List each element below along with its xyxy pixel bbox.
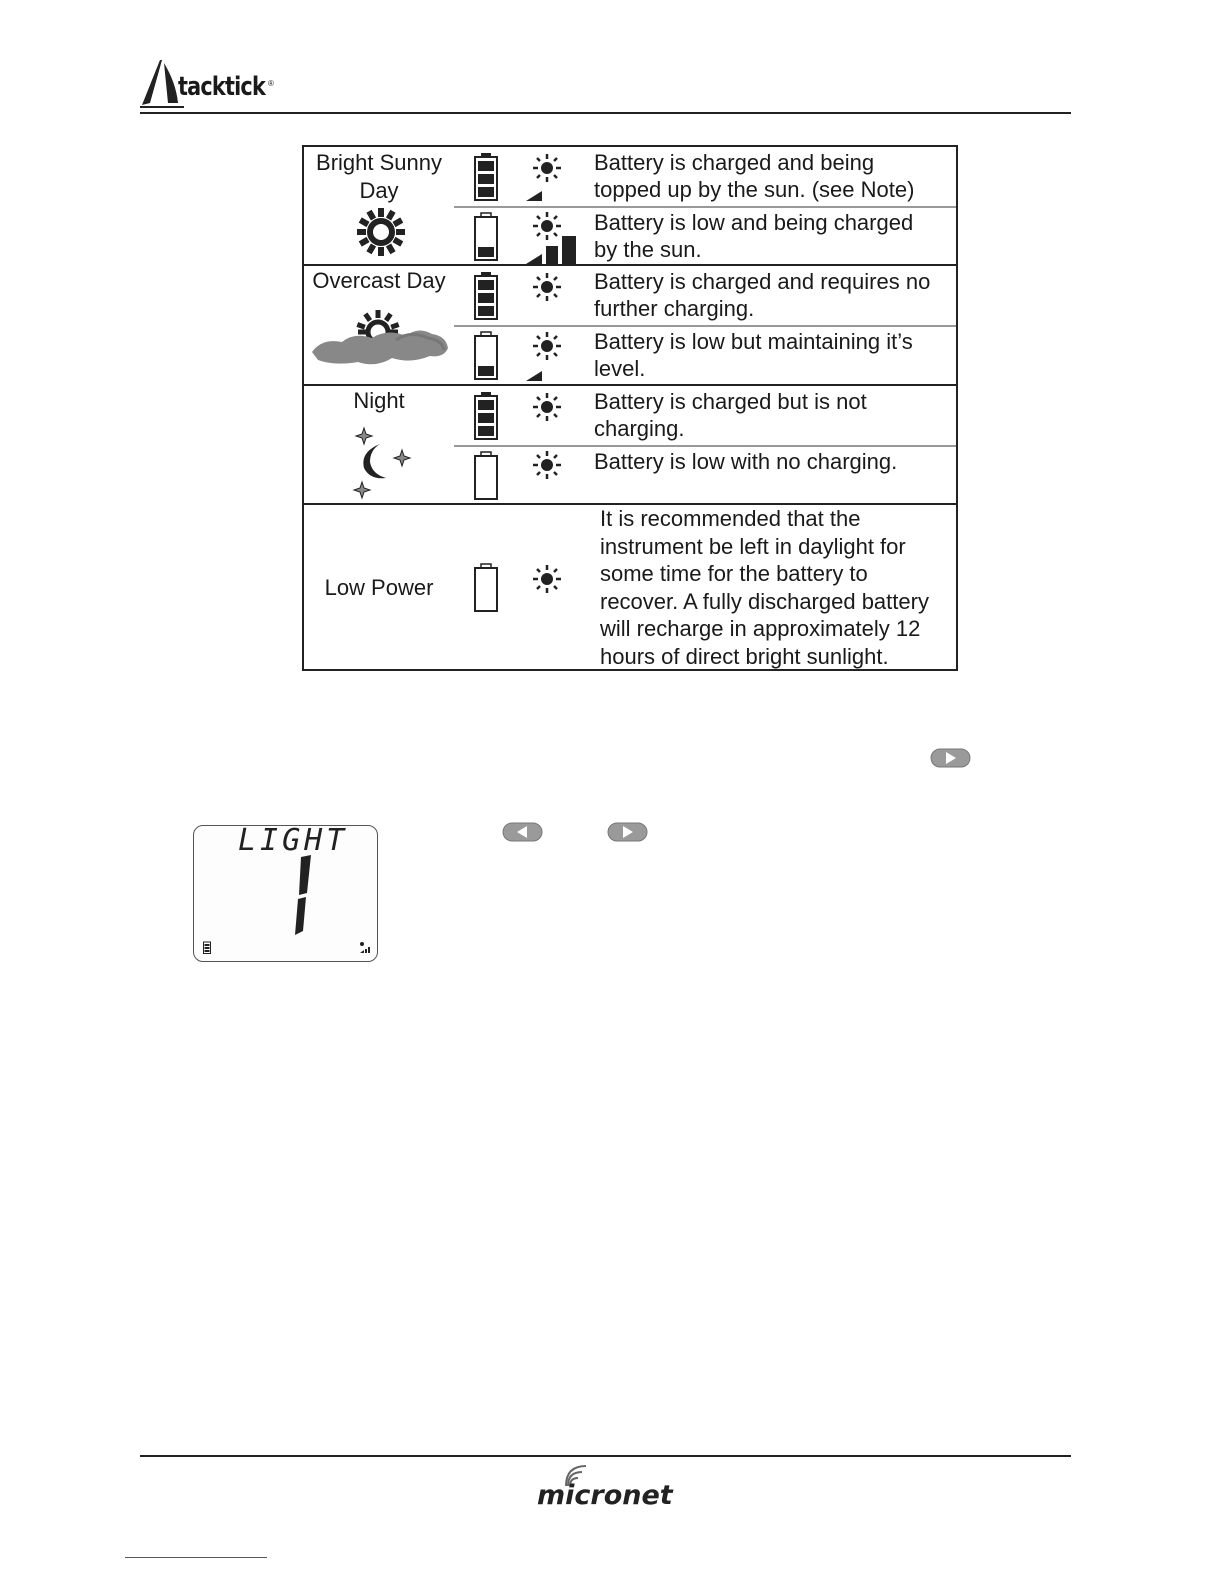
description-line: hours of direct bright sunlight.: [600, 643, 889, 669]
status-description: Battery is charged and being topped up b…: [594, 149, 914, 203]
status-row: Battery is low but maintaining it’s leve…: [454, 325, 956, 386]
lcd-sun-charge-icon: [360, 942, 370, 953]
battery-status-table: Bright Sunny Day Battery is charged and …: [302, 145, 958, 671]
status-description: Battery is low with no charging.: [594, 448, 897, 475]
footer-brand: micronet: [537, 1480, 673, 1511]
sun-small-icon: [533, 332, 561, 360]
battery-full-icon: [474, 392, 498, 440]
sun-small-icon: [533, 212, 561, 240]
charge-bar-1-icon: [526, 371, 542, 381]
condition-label: Bright Sunny Day: [304, 149, 454, 205]
section-bright-sunny: Bright Sunny Day Battery is charged and …: [304, 147, 956, 266]
battery-low-icon: [474, 212, 498, 261]
description-line: instrument be left in daylight for: [600, 533, 906, 559]
description-line: Battery is low but maintaining it’s: [594, 329, 913, 354]
tacktick-logo: [140, 60, 184, 108]
status-row: Battery is charged but is not charging.: [454, 386, 956, 444]
lcd-battery-icon: [203, 941, 211, 954]
battery-empty-icon: [474, 451, 498, 500]
description-line: charging.: [594, 416, 685, 441]
condition-label: Night: [304, 387, 454, 415]
registered-mark: ®: [268, 79, 274, 88]
section-overcast: Overcast Day Battery is charged and requ…: [304, 266, 956, 386]
description-line: topped up by the sun. (see Note): [594, 177, 915, 202]
status-description: Battery is low but maintaining it’s leve…: [594, 328, 913, 382]
status-description: Battery is charged but is not charging.: [594, 388, 867, 442]
description-line: level.: [594, 356, 646, 381]
right-arrow-key-icon: [607, 822, 648, 842]
description-line: recover. A fully discharged battery: [600, 588, 929, 614]
battery-low-icon: [474, 331, 498, 380]
section-low-power: Low Power It is recommended that the ins…: [304, 505, 956, 669]
description-line: Battery is low and being charged: [594, 210, 914, 235]
condition-label: Low Power: [304, 574, 454, 602]
micronet-signal-icon: [565, 1465, 587, 1487]
description-line: will recharge in approximately 12: [600, 616, 921, 642]
sun-small-icon: [533, 154, 561, 182]
sun-small-icon: [533, 393, 561, 421]
status-description: Battery is low and being charged by the …: [594, 209, 913, 263]
status-description: It is recommended that the instrument be…: [600, 505, 929, 671]
description-line: Battery is charged but is not: [594, 389, 867, 414]
charge-bar-1-icon: [526, 191, 542, 201]
status-row: Battery is charged and being topped up b…: [454, 147, 956, 205]
sun-small-icon: [533, 565, 561, 593]
cloud-sun-icon: [312, 310, 448, 365]
lcd-display: [193, 825, 378, 962]
status-row: Battery is charged and requires no furth…: [454, 266, 956, 324]
sun-small-icon: [533, 451, 561, 479]
battery-full-icon: [474, 153, 498, 201]
condition-line: Night: [353, 388, 405, 413]
moon-stars-icon: [352, 426, 412, 500]
status-row: Battery is low with no charging.: [454, 445, 956, 505]
sun-small-icon: [533, 273, 561, 301]
condition-label: Overcast Day: [304, 267, 454, 295]
header-rule: [140, 112, 1071, 114]
sun-icon: [357, 208, 405, 256]
condition-line: Low Power: [324, 575, 434, 600]
footer-rule: [140, 1455, 1071, 1457]
section-night: Night Battery is charged but is not char…: [304, 386, 956, 505]
description-line: further charging.: [594, 296, 755, 321]
footer-link-underline: [125, 1557, 267, 1558]
description-line: some time for the battery to: [600, 561, 868, 587]
description-line: Battery is charged and being: [594, 150, 875, 175]
status-row: Battery is low and being charged by the …: [454, 206, 956, 266]
condition-line: Bright Sunny: [316, 150, 442, 175]
condition-line: Day: [359, 178, 399, 203]
description-line: by the sun.: [594, 237, 702, 262]
left-arrow-key-icon: [502, 822, 543, 842]
right-arrow-key-icon: [930, 748, 971, 768]
description-line: Battery is charged and requires no: [594, 269, 931, 294]
lcd-label: LIGHT: [238, 823, 349, 858]
battery-empty-icon: [474, 563, 498, 612]
battery-full-icon: [474, 272, 498, 320]
status-row: It is recommended that the instrument be…: [454, 505, 956, 669]
description-line: Battery is low with no charging.: [594, 449, 898, 474]
charge-bars-full-icon: [526, 236, 576, 264]
brand-name: tacktick: [178, 72, 266, 102]
condition-line: Overcast Day: [312, 268, 446, 293]
status-description: Battery is charged and requires no furth…: [594, 268, 930, 322]
lcd-digit: [295, 855, 311, 935]
description-line: It is recommended that the: [600, 506, 861, 531]
